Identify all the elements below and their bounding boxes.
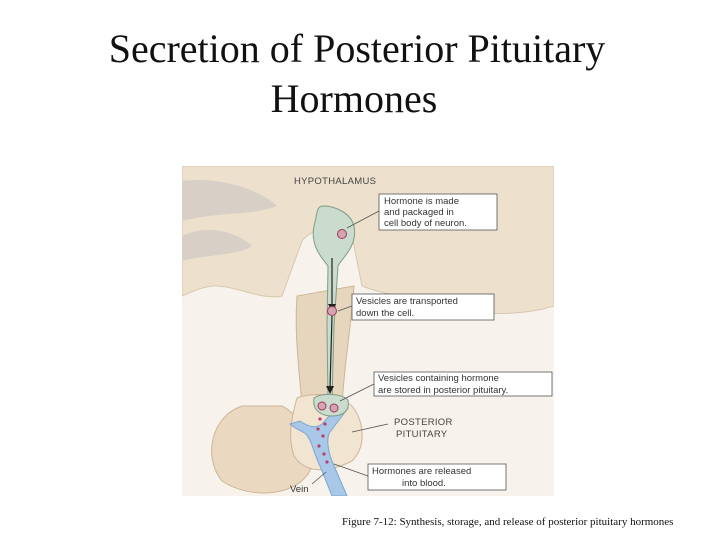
blood-vessel: [289, 401, 349, 496]
vein-text: Vein: [290, 484, 309, 495]
hormone-dot: [325, 460, 329, 464]
callout-leader: [333, 463, 369, 477]
label-leader: [351, 423, 389, 433]
callout-text: Vesicles are transported: [356, 296, 458, 307]
hormone-dot: [321, 434, 325, 438]
diagram-canvas: HYPOTHALAMUS Hormone is made and package…: [182, 166, 554, 496]
title-line-1: Secretion of Posterior Pituitary: [108, 26, 606, 71]
vesicle: [329, 403, 339, 413]
posterior-pituitary-label: POSTERIOR PITUITARY: [351, 417, 453, 440]
callout-1: Hormone is made and packaged in cell bod…: [346, 193, 498, 231]
hormone-dot: [318, 417, 322, 421]
arrowhead-lower: [326, 386, 334, 394]
callout-box: [367, 463, 507, 491]
vesicle: [317, 401, 327, 411]
callout-4: Hormones are released into blood.: [333, 463, 507, 491]
label-line: POSTERIOR: [394, 417, 453, 428]
hormone-dot: [316, 427, 320, 431]
label-leader: [311, 471, 327, 485]
callout-text: are stored in posterior pituitary.: [378, 385, 508, 396]
released-hormone-dots: [316, 417, 329, 464]
vein-label: Vein: [290, 471, 327, 495]
transport-arrow-lower: [329, 315, 333, 389]
tissue-fold: [182, 180, 277, 221]
callout-text: down the cell.: [356, 308, 414, 319]
callout-box: [373, 371, 553, 397]
hormone-dot: [323, 422, 327, 426]
hormone-dot: [317, 444, 321, 448]
callout-3: Vesicles containing hormone are stored i…: [339, 371, 553, 402]
vesicle: [327, 306, 337, 316]
slide-title: Secretion of Posterior Pituitary Hormone…: [0, 24, 720, 124]
pituitary-diagram: HYPOTHALAMUS Hormone is made and package…: [182, 166, 554, 496]
vesicle: [337, 229, 347, 239]
callout-box: [378, 193, 498, 231]
callout-box: [351, 293, 495, 321]
figure-caption: Figure 7-12: Synthesis, storage, and rel…: [342, 516, 674, 528]
callout-text: Hormones are released: [372, 466, 471, 477]
label-line: PITUITARY: [396, 429, 448, 440]
hormone-dot: [322, 452, 326, 456]
vesicles: [317, 229, 347, 413]
callout-text: Vesicles containing hormone: [378, 373, 499, 384]
callout-2: Vesicles are transported down the cell.: [337, 293, 495, 321]
callout-leader: [337, 305, 353, 312]
tissue-fold-lower: [182, 230, 252, 261]
callout-text: and packaged in: [384, 207, 454, 218]
callout-text: cell body of neuron.: [384, 218, 467, 229]
title-line-2: Hormones: [270, 76, 438, 121]
callout-text: into blood.: [402, 478, 446, 489]
callout-text: Hormone is made: [384, 196, 459, 207]
callout-leader: [346, 210, 380, 229]
callout-leader: [339, 383, 375, 402]
hypothalamus-label: HYPOTHALAMUS: [294, 176, 376, 187]
